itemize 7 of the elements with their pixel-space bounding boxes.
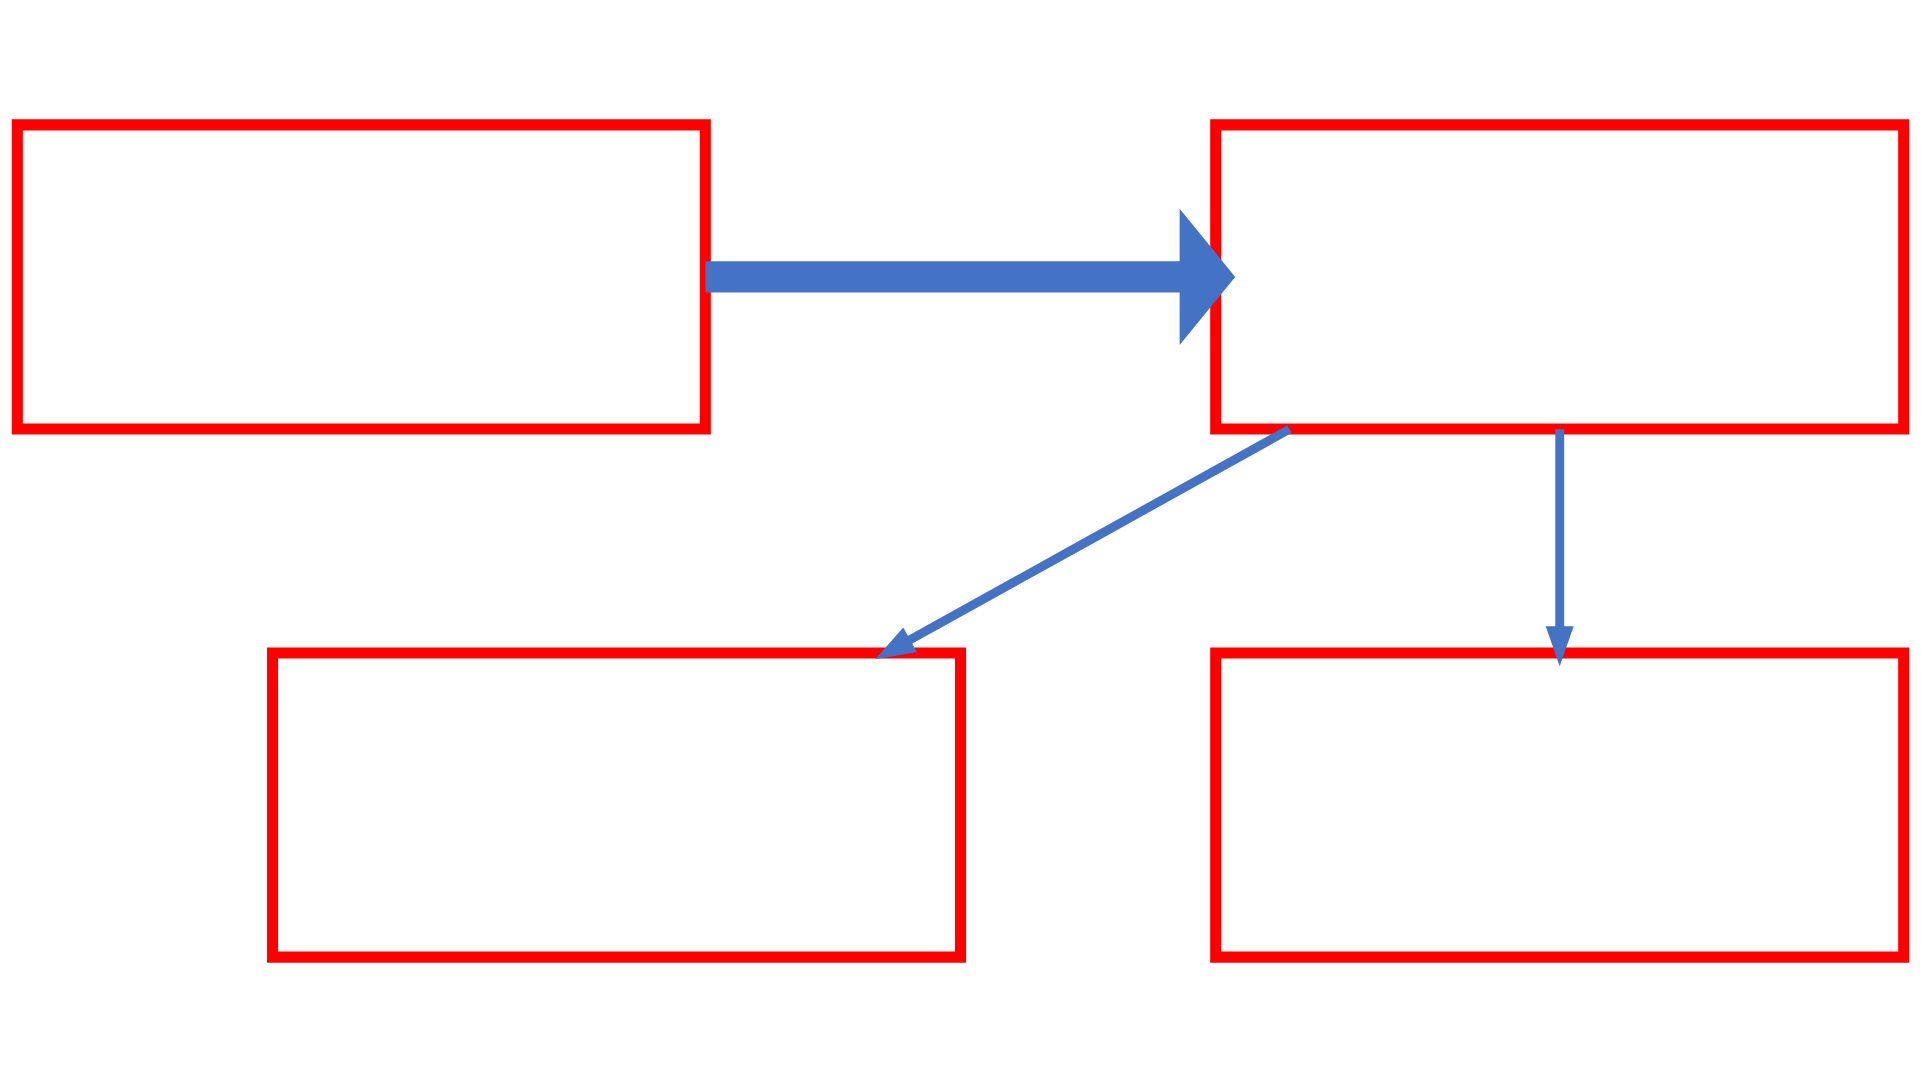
arrow xyxy=(1545,428,1574,666)
node-box xyxy=(11,118,711,434)
node-box xyxy=(1210,647,1910,963)
arrow xyxy=(705,208,1236,345)
node-box xyxy=(1210,118,1910,434)
node-box xyxy=(266,647,967,963)
arrow xyxy=(875,424,1292,659)
